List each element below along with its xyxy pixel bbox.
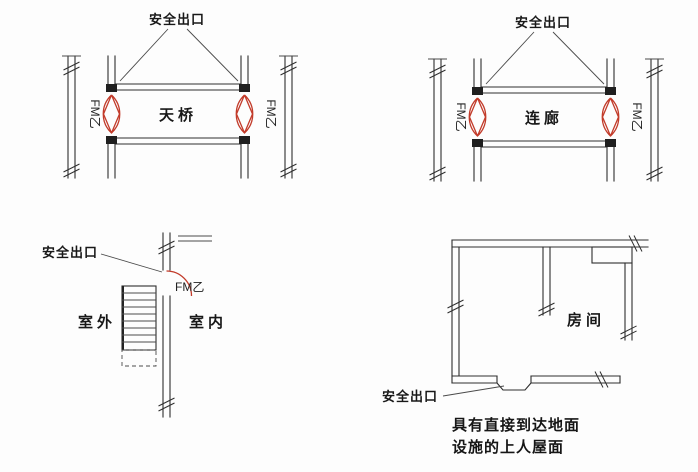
fire-door-swing-right — [235, 94, 254, 134]
bridge-walls — [114, 83, 242, 145]
safety-exit-label: 安全出口 — [382, 389, 438, 404]
break-mark — [429, 166, 446, 181]
building-wall-left — [62, 55, 81, 179]
break-mark — [620, 325, 637, 340]
exterior-wall — [158, 232, 212, 418]
fire-door-swing-left — [102, 94, 121, 134]
roof-edge-step — [591, 246, 637, 341]
corridor-label: 连廊 — [525, 109, 563, 127]
break-mark — [63, 61, 80, 76]
fire-door-label-right: FM乙 — [264, 99, 278, 128]
caption-line-2: 设施的上人屋面 — [452, 438, 564, 456]
break-mark — [646, 166, 663, 181]
break-mark — [280, 61, 297, 76]
leader-lines — [485, 31, 605, 85]
leader-lines — [119, 28, 239, 82]
caption-line-1: 具有直接到达地面 — [452, 416, 580, 434]
fire-door-label-right: FM乙 — [630, 102, 644, 131]
diagram-exterior-door: 安全出口 FM乙 室外 室 — [42, 232, 227, 418]
room-wall-left — [447, 239, 464, 384]
indoor-label: 室内 — [189, 313, 227, 331]
exit-door-threshold — [496, 375, 532, 391]
fire-door-label: FM乙 — [175, 280, 204, 294]
break-mark — [429, 64, 446, 79]
fire-door-label-left: FM乙 — [454, 102, 468, 131]
bridge-end-wall-right — [240, 55, 249, 179]
leader-line — [442, 385, 505, 397]
outdoor-label: 室外 — [78, 313, 116, 331]
room-label: 房间 — [567, 311, 605, 329]
room-wall-bottom — [451, 371, 621, 391]
safety-exit-label: 安全出口 — [42, 245, 98, 260]
break-mark — [447, 299, 464, 314]
building-wall-left — [428, 58, 447, 182]
break-mark — [594, 371, 609, 388]
break-mark — [538, 302, 555, 317]
building-wall-right — [645, 58, 664, 182]
diagram-skybridge: 安全出口 — [62, 12, 298, 179]
skybridge-label: 天桥 — [159, 106, 197, 124]
safety-exit-label: 安全出口 — [515, 15, 571, 30]
break-mark — [628, 235, 643, 252]
safety-exit-label: 安全出口 — [149, 12, 205, 27]
break-mark — [280, 163, 297, 178]
corridor-end-wall-left — [473, 58, 482, 182]
fire-door-label-left: FM乙 — [88, 99, 102, 128]
bridge-end-wall-left — [107, 55, 116, 179]
building-wall-right — [279, 55, 298, 179]
room-partition — [538, 246, 555, 317]
break-mark — [63, 163, 80, 178]
exterior-stair — [121, 285, 157, 367]
diagram-roof-access: 房间 安全出口 具有直接到达地面 设施的上人屋面 — [382, 235, 649, 456]
leader-line — [100, 253, 163, 273]
corridor-end-wall-right — [606, 58, 615, 182]
fire-door-swing — [166, 270, 193, 297]
break-mark — [646, 64, 663, 79]
break-mark — [158, 397, 175, 412]
corridor-walls — [480, 86, 608, 148]
fire-door-swing-right — [601, 97, 620, 137]
fire-door-swing-left — [468, 97, 487, 137]
break-mark — [158, 240, 175, 255]
diagram-corridor: 安全出口 — [428, 15, 664, 182]
